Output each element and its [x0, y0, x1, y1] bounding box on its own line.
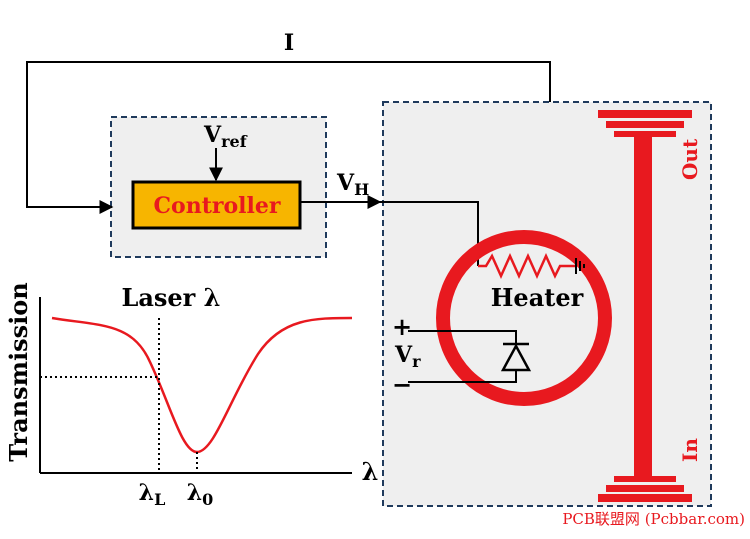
diode-bottom-wire — [408, 370, 517, 383]
diode-top-wire — [408, 330, 517, 344]
minus-sign: − — [392, 370, 412, 399]
controller-label: Controller — [154, 193, 281, 219]
bottom-grating-coupler — [598, 476, 692, 502]
feedback-wire — [26, 61, 551, 214]
in-label: In — [678, 438, 702, 462]
lambda-0-label: λ0 — [187, 480, 214, 509]
ground-icon — [575, 258, 585, 274]
controller-box — [131, 180, 302, 230]
top-grating-coupler — [598, 110, 692, 137]
out-label: Out — [678, 138, 702, 180]
y-axis-label: Transmission — [4, 282, 33, 461]
bus-waveguide — [634, 133, 652, 479]
current-label: I — [284, 30, 294, 56]
vh-label: VH — [336, 170, 369, 199]
vref-label: Vref — [203, 122, 248, 151]
heater-label: Heater — [491, 283, 584, 312]
vr-label: Vr — [394, 342, 421, 371]
photodiode-icon — [500, 342, 532, 372]
lambda-l-label: λL — [139, 480, 166, 509]
plus-sign: + — [392, 312, 412, 341]
transmission-curve — [51, 316, 353, 454]
watermark: PCB联盟网 (Pcbbar.com) — [562, 510, 745, 528]
laser-label: Laser λ — [121, 283, 220, 312]
heater-resistor — [478, 252, 576, 280]
ring-resonator — [436, 230, 612, 406]
x-axis-label: λ — [362, 457, 379, 486]
